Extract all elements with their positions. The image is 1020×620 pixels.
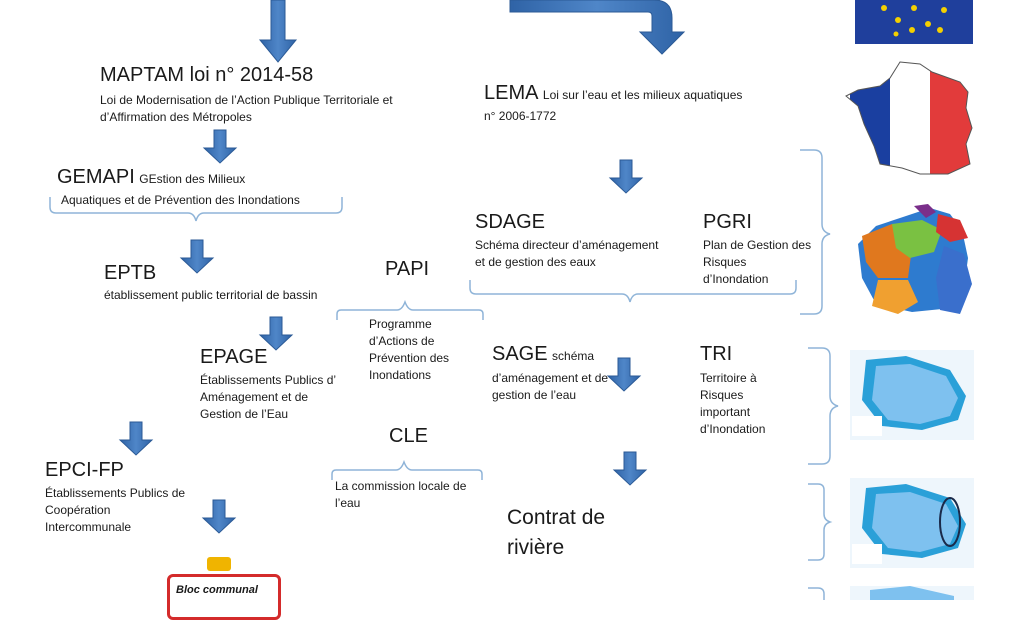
papi-description: Programme d’Actions de Prévention des In… [369,317,450,382]
tri-brace [808,347,839,465]
basin-map-icon [850,350,974,440]
epage-description: Établissements Publics d’ Aménagement et… [200,373,336,421]
pgri-description: Plan de Gestion des Risques d’Inondation [703,238,812,286]
bloc-communal-box: Bloc communal [167,574,281,620]
arrow-to-maptam [258,0,298,63]
cle-description: La commission locale de l’eau [335,479,467,510]
papi-title: PAPI [385,258,430,280]
diagram-graphics [49,0,974,600]
lema-description: n° 2006-1772 [484,109,557,123]
eptb-title: EPTB [104,262,157,284]
bloc-connector-icon [207,557,231,571]
bloc-communal-label: Bloc communal [176,584,258,596]
france-flag-map-icon [845,61,973,175]
cle-bracket [331,459,483,480]
lema-heading: LEMA Loi sur l’eau et les milieux aquati… [484,82,742,105]
lema-title: LEMA [484,82,539,104]
arrow-to-contrat [612,451,648,486]
tri-title: TRI [700,343,733,365]
basin-map-icon-2 [850,478,974,568]
maptam-description: Loi de Modernisation de l’Action Publiqu… [100,93,393,124]
lema-description-inline: Loi sur l’eau et les milieux aquatiques [542,88,743,102]
arrow-to-sage [606,357,642,392]
maptam-title: MAPTAM loi n° 2014-58 [100,64,314,86]
eptb-description: établissement public territorial de bass… [104,288,318,302]
gemapi-heading: GEMAPI GEstion des Milieux [57,166,245,189]
epci-title: EPCI-FP [45,459,124,481]
papi-bracket [336,299,484,320]
arrow-to-lema [509,0,686,55]
epage-title: EPAGE [200,346,268,368]
contrat-riviere-title: Contrat de rivière [507,506,606,559]
arrow-to-epci [118,421,154,456]
gemapi-bracket [49,197,343,222]
arrow-to-epage [258,316,294,351]
arrow-to-bloc [201,499,237,534]
sage-description: d’aménagement et de gestion de l’eau [492,371,609,402]
gemapi-description: Aquatiques et de Prévention des Inondati… [61,193,300,207]
sage-description-inline: schéma [552,349,595,363]
sdage-pgri-bracket [469,280,797,303]
sage-title: SAGE [492,343,548,365]
epci-description: Établissements Publics de Coopération In… [45,486,186,534]
sdage-description: Schéma directeur d’aménagement et de ges… [475,238,659,269]
arrow-to-eptb [179,239,215,274]
sage-heading: SAGE schéma [492,343,594,366]
france-regions-brace [800,149,831,315]
sdage-title: SDAGE [475,211,546,233]
gemapi-description-inline: GEstion des Milieux [139,172,246,186]
basin-map-icon-3 [850,586,974,600]
eu-flag-icon [855,0,973,44]
pgri-title: PGRI [703,211,752,233]
arrow-to-gemapi [202,129,238,164]
contrat-brace [808,483,833,561]
gemapi-title: GEMAPI [57,166,135,188]
france-regions-map-icon [858,204,972,314]
tri-description: Territoire à Risques important d’Inondat… [700,371,766,436]
arrow-to-sdage [608,159,644,194]
cle-title: CLE [389,425,428,447]
